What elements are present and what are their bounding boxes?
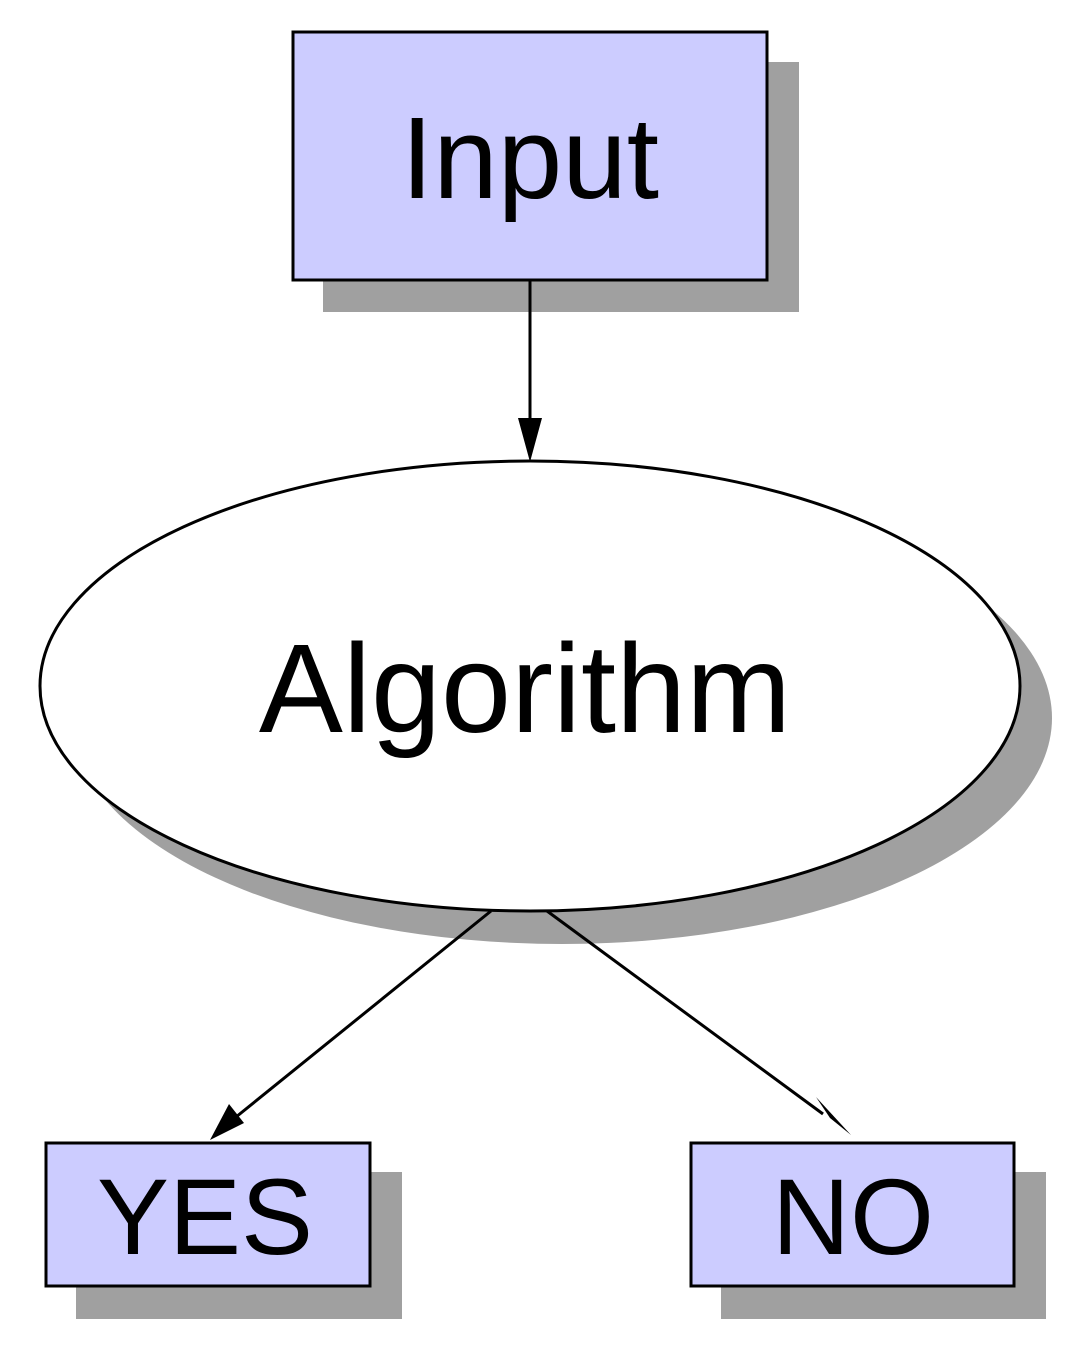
edge-algorithm-to-no-line	[546, 909, 824, 1116]
edge-algorithm-to-no	[546, 909, 851, 1135]
node-no-box	[689, 1141, 1016, 1288]
node-input: Input	[291, 30, 799, 312]
node-no: NO	[689, 1141, 1046, 1319]
node-algorithm: Algorithm	[38, 459, 1052, 944]
node-yes: YES	[44, 1141, 402, 1319]
edge-input-to-algorithm-arrowhead	[518, 418, 542, 462]
node-yes-label: YES	[97, 1156, 313, 1277]
node-input-box	[291, 30, 769, 282]
edge-algorithm-to-yes-arrowhead	[210, 1104, 244, 1140]
edge-algorithm-to-yes-line	[235, 909, 492, 1119]
edge-input-to-algorithm	[518, 280, 542, 462]
edge-algorithm-to-yes	[210, 909, 492, 1140]
node-algorithm-label: Algorithm	[259, 618, 791, 759]
node-algorithm-ellipse	[38, 459, 1022, 913]
node-no-label: NO	[772, 1156, 934, 1277]
node-input-label: Input	[401, 93, 659, 223]
edge-algorithm-to-no-arrowhead	[816, 1097, 851, 1135]
node-yes-box	[44, 1141, 372, 1288]
